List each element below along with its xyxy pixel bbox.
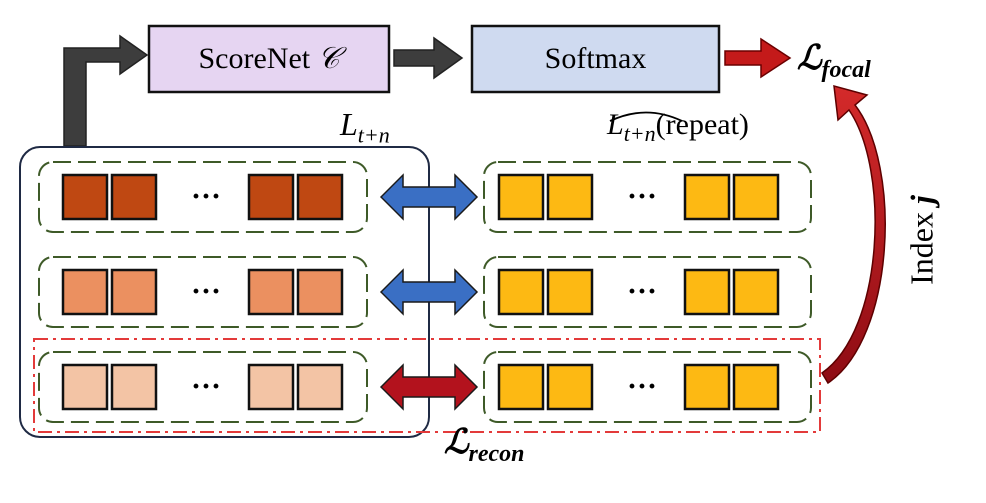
match-double-arrow-1 xyxy=(379,173,479,221)
repeat-token-r2-3 xyxy=(683,268,731,316)
focal-loss-sub: focal xyxy=(821,56,871,83)
match-double-arrow-2 xyxy=(379,268,479,316)
input-arrow xyxy=(63,34,149,147)
repeat-token-r3-3 xyxy=(683,363,731,411)
focal-loss-main: ℒ xyxy=(797,40,822,77)
index-text: Index xyxy=(903,204,940,285)
recon-loss-sub: recon xyxy=(468,440,525,467)
latent-token-r2-1 xyxy=(61,268,109,316)
repeat-token-r3-1 xyxy=(497,363,545,411)
latent-token-r3-1 xyxy=(61,363,109,411)
repeat-token-r2-1 xyxy=(497,268,545,316)
focal-loss-label: ℒfocal xyxy=(797,38,871,84)
index-var: j xyxy=(903,195,940,205)
latent-token-r1-2 xyxy=(110,173,158,221)
scorenet-box xyxy=(147,24,391,94)
repeat-row-2 xyxy=(483,256,812,328)
scorenet-name: ScoreNet xyxy=(198,42,311,75)
repeat-ellipsis-r1: ··· xyxy=(627,180,657,213)
latent-token-r2-4 xyxy=(296,268,344,316)
repeat-token-r2-4 xyxy=(732,268,780,316)
scorenet-label: ScoreNet 𝒞 xyxy=(149,26,389,92)
latent-token-r1-4 xyxy=(296,173,344,221)
latent-row-1 xyxy=(38,161,368,233)
softmax-label: Softmax xyxy=(544,42,647,75)
hat-icon xyxy=(609,111,683,122)
latent-token-r2-3 xyxy=(247,268,295,316)
latent-main: L xyxy=(340,106,358,142)
index-label: Index j xyxy=(904,195,941,285)
latent-token-r2-2 xyxy=(110,268,158,316)
scorenet-symbol: 𝒞 xyxy=(317,42,340,75)
repeat-token-r2-2 xyxy=(546,268,594,316)
repeat-token-r3-4 xyxy=(732,363,780,411)
latent-ellipsis-r1: ··· xyxy=(191,180,221,213)
repeat-token-r1-2 xyxy=(546,173,594,221)
latent-token-r1-3 xyxy=(247,173,295,221)
latent-hat-group: Lt+n xyxy=(607,108,683,147)
scorenet-to-softmax-arrow xyxy=(393,36,464,80)
latent-row-3 xyxy=(38,351,368,423)
latent-hat-sub: t+n xyxy=(623,121,656,146)
repeat-ellipsis-r3: ··· xyxy=(627,370,657,403)
latent-token-r1-1 xyxy=(61,173,109,221)
latent-hat-label: Lt+n (repeat) xyxy=(607,108,749,147)
softmax-box xyxy=(470,24,721,94)
repeat-row-1 xyxy=(483,161,812,233)
repeat-token-r1-3 xyxy=(683,173,731,221)
index-arrow xyxy=(820,84,886,385)
latent-token-r3-4 xyxy=(296,363,344,411)
latent-hat-suffix: (repeat) xyxy=(655,108,749,141)
recon-double-arrow xyxy=(379,363,479,411)
latent-ellipsis-r2: ··· xyxy=(191,275,221,308)
recon-loss-main: ℒ xyxy=(444,424,469,461)
latent-label: Lt+n xyxy=(340,106,390,148)
latent-token-r3-3 xyxy=(247,363,295,411)
softmax-to-focal-arrow xyxy=(724,37,792,79)
repeat-ellipsis-r2: ··· xyxy=(627,275,657,308)
latent-ellipsis-r3: ··· xyxy=(191,370,221,403)
repeat-token-r1-4 xyxy=(732,173,780,221)
repeat-row-3 xyxy=(483,351,812,423)
repeat-token-r3-2 xyxy=(546,363,594,411)
recon-highlight-box xyxy=(33,338,821,433)
recon-loss-label: ℒrecon xyxy=(444,422,525,468)
latent-row-2 xyxy=(38,256,368,328)
latent-hat-mark xyxy=(609,96,683,122)
repeat-token-r1-1 xyxy=(497,173,545,221)
latent-sub: t+n xyxy=(357,122,390,148)
latent-token-r3-2 xyxy=(110,363,158,411)
